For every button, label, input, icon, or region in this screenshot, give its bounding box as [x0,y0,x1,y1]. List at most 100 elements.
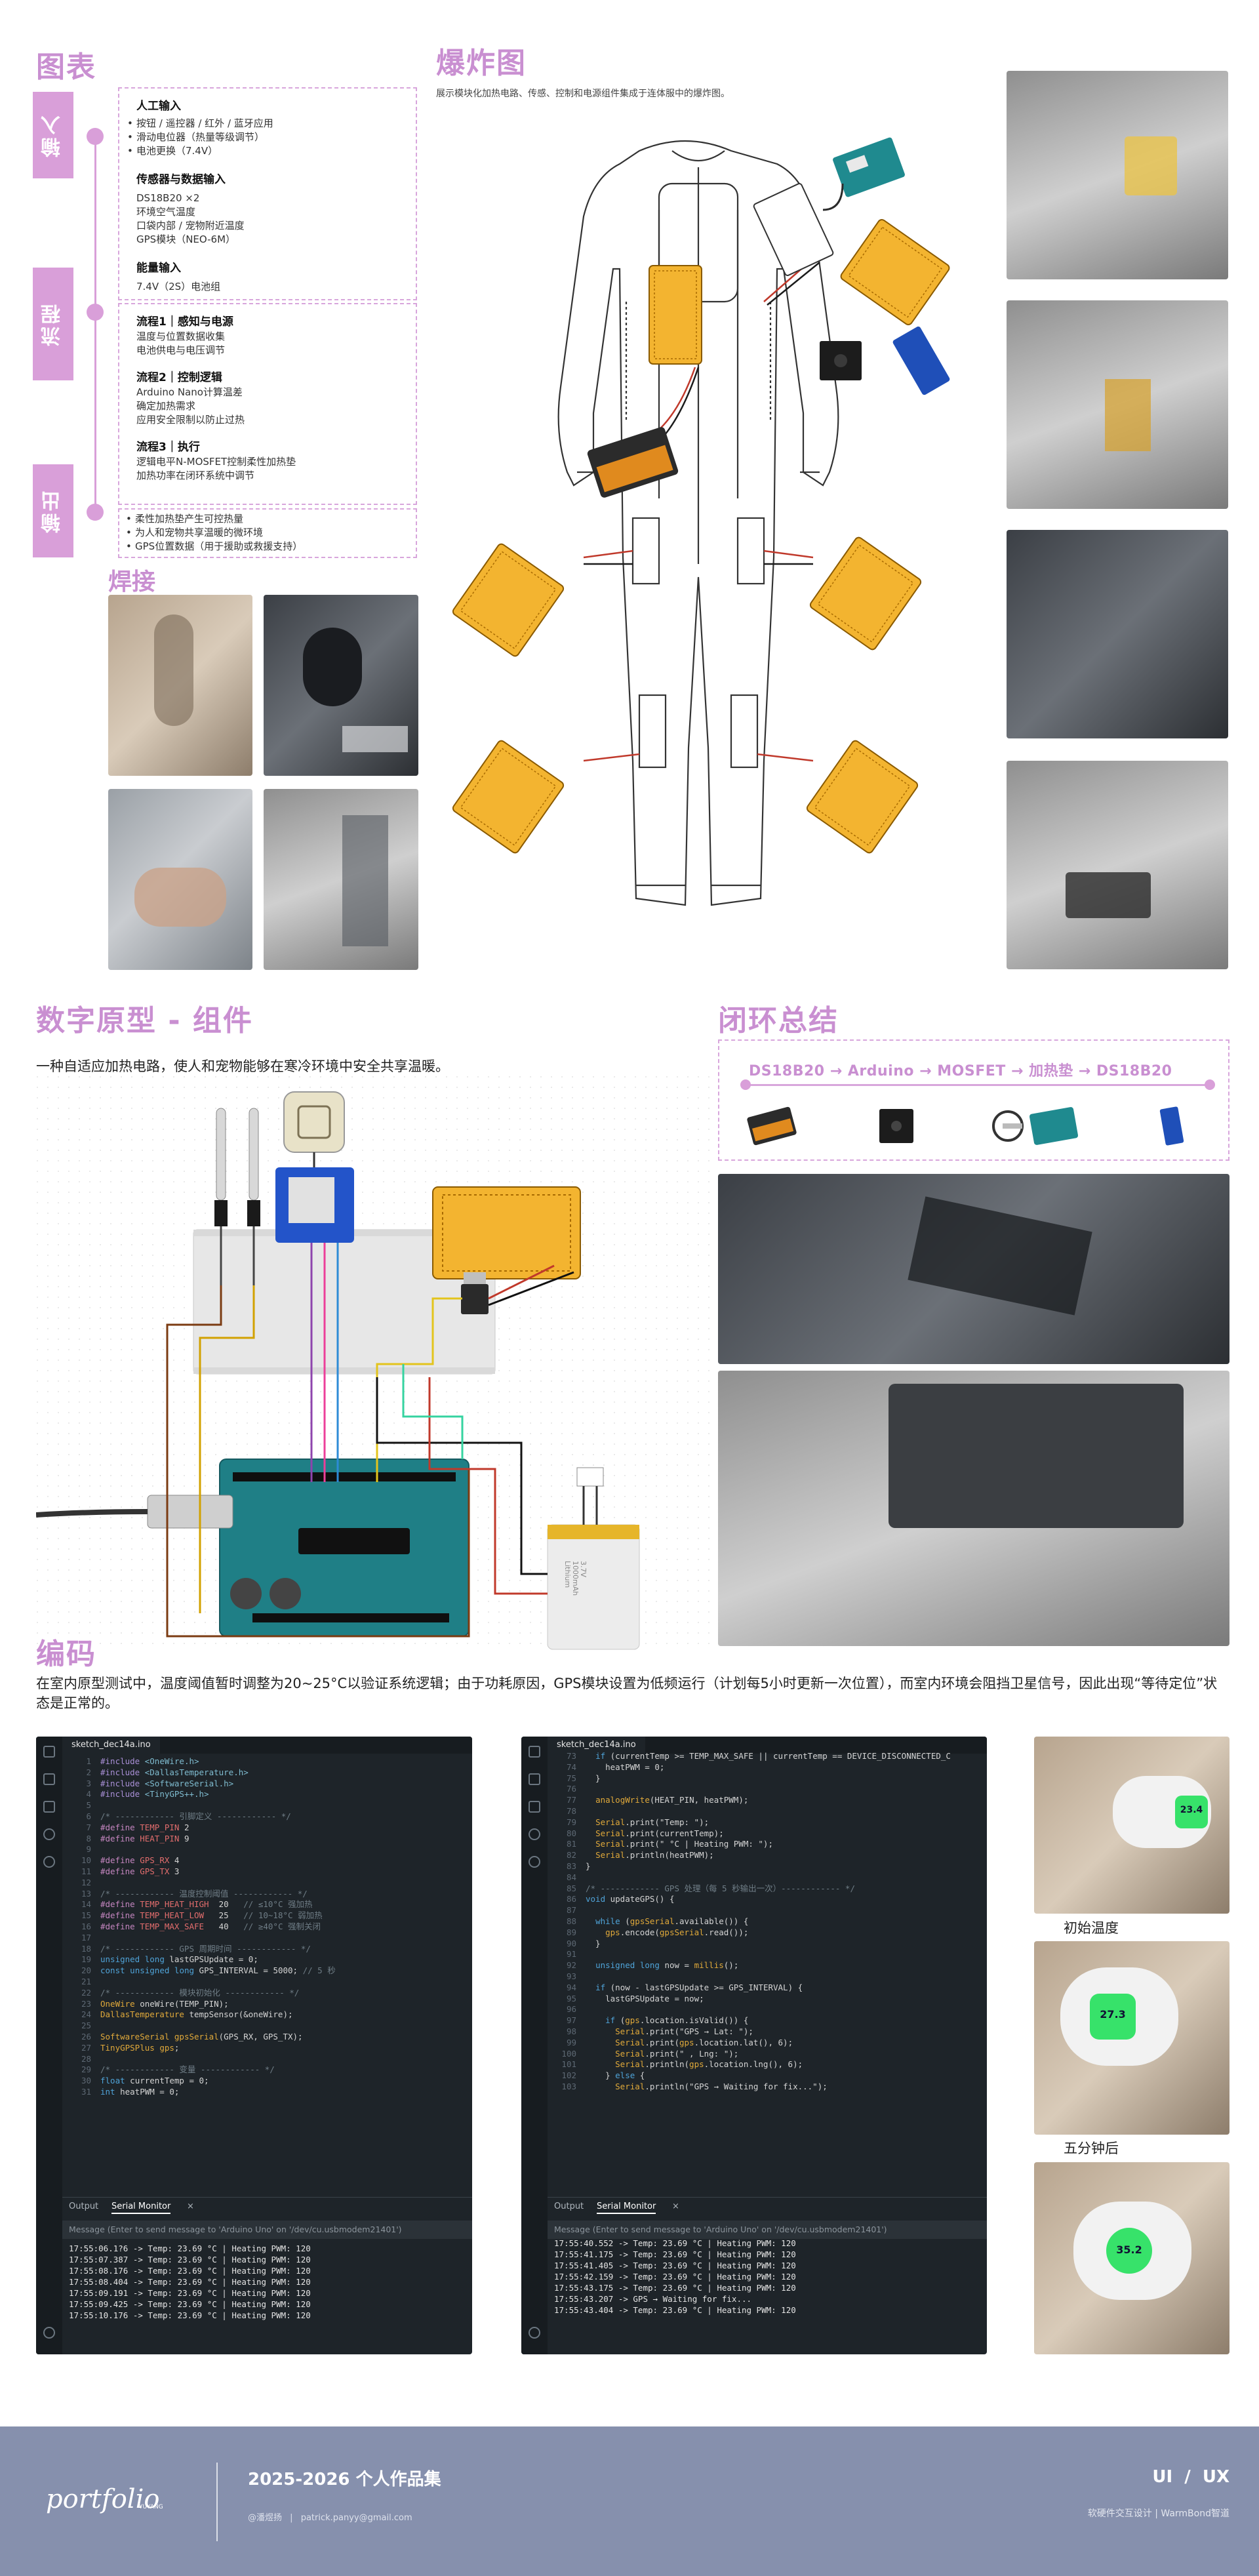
flow-step-3: MOSFET [937,1063,1006,1079]
closed-loop-title: 闭环总结 [718,1004,839,1037]
heating-pad [840,219,950,325]
serial-message-input[interactable]: Message (Enter to send message to 'Ardui… [62,2221,472,2239]
line-number: 4 [86,1789,91,1800]
close-icon[interactable]: × [672,2202,679,2211]
output-item: GPS位置数据（用于援助或救援支持） [126,540,409,553]
sketch-tab[interactable]: sketch_dec14a.ino [548,1737,645,1754]
code-text: Serial.print(gps.location.lat(), 6); [615,2037,793,2047]
tab-output: 输出 [33,464,73,557]
line-number: 101 [561,2059,576,2070]
flow-arrow: → [1078,1063,1091,1079]
code-text: SoftwareSerial gpsSerial(GPS_RX, GPS_TX)… [100,2031,303,2042]
welding-photo-2 [264,595,418,776]
line-number: 12 [81,1877,91,1887]
library-icon[interactable] [529,1801,540,1813]
folder-icon[interactable] [43,1746,55,1758]
board-icon[interactable] [529,1773,540,1785]
line-number: 93 [566,1971,576,1981]
line-number: 78 [566,1805,576,1816]
serial-monitor-tab[interactable]: Serial Monitor [111,2202,171,2214]
line-number: 31 [81,2086,91,2097]
board-icon[interactable] [43,1773,55,1785]
output-tab[interactable]: Output [69,2202,99,2211]
process-1-line: 电池供电与电压调节 [136,344,226,356]
arduino-uno [219,1459,470,1637]
code-text: unsigned long lastGPSUpdate = 0; [100,1954,258,1965]
search-icon[interactable] [529,1856,540,1868]
line-number: 18 [81,1943,91,1954]
footer-email[interactable]: patrick.panyy@gmail.com [300,2513,412,2523]
footer-divider [216,2463,218,2541]
monitor-line: 17:55:43.207 -> GPS → Waiting for fix... [554,2294,752,2304]
thermometer-photo-2: 27.3 [1034,1941,1229,2135]
line-number: 87 [566,1905,576,1916]
gps-antenna [283,1091,345,1167]
code-text: #define GPS_RX 4 [100,1855,180,1866]
code-line: 96 [548,2004,987,2015]
flow-text-row: DS18B20 → Arduino → MOSFET → 加热垫 → DS18B… [749,1059,1172,1080]
line-number: 92 [566,1960,576,1971]
input-box: 人工输入 按钮 / 遥控器 / 红外 / 蓝牙应用 滑动电位器（热量等级调节） … [118,87,417,300]
timeline-dot-input [87,128,104,145]
code-text: Serial.println(gps.location.lng(), 6); [615,2059,803,2070]
line-number: 96 [566,2004,576,2015]
code-text: gps.encode(gpsSerial.read()); [605,1927,749,1937]
code-line: 100 Serial.print(" , Lng: "); [548,2049,987,2060]
library-icon[interactable] [43,1801,55,1813]
circuit-diagram [36,1076,711,1653]
monitor-line: 17:55:42.159 -> Temp: 23.69 °C | Heating… [554,2272,796,2282]
line-number: 90 [566,1938,576,1948]
search-icon[interactable] [43,1856,55,1868]
footer: portfolio YUYANG 2025-2026 个人作品集 @潘煜扬 | … [0,2426,1259,2576]
account-icon[interactable] [43,2327,55,2339]
code-text: Serial.println(heatPWM); [595,1850,714,1861]
footer-name: @潘煜扬 [248,2513,283,2523]
code-line: 11#define GPS_TX 3 [62,1866,472,1878]
code-line: 82 Serial.println(heatPWM); [548,1850,987,1861]
line-number: 8 [86,1833,91,1843]
line-number: 23 [81,1998,91,2009]
output-box: 柔性加热垫产生可控热量 为人和宠物共享温暖的微环境 GPS位置数据（用于援助或救… [118,508,417,558]
close-icon[interactable]: × [187,2202,194,2211]
process-3-title: 流程3｜执行 [136,441,200,454]
tab-input: 输入 [33,92,73,178]
code-line: 25 [62,2021,472,2032]
flow-arrow: → [1010,1063,1024,1079]
folder-icon[interactable] [529,1746,540,1758]
line-number: 16 [81,1921,91,1931]
code-line: 18/* ------------ GPS 周期时间 ------------ … [62,1944,472,1955]
sensor-line: DS18B20 ×2 [136,192,200,204]
code-text: #define TEMP_PIN 2 [100,1822,190,1832]
exploded-caption: 展示模块化加热电路、传感、控制和电源组件集成于连体服中的爆炸图。 [436,89,730,99]
code-line: 6/* ------------ 引脚定义 ------------ */ [62,1811,472,1822]
thermo-reading: 35.2 [1116,2244,1142,2256]
account-icon[interactable] [529,2327,540,2339]
line-number: 99 [566,2037,576,2047]
circuit-wires [166,1243,574,1638]
temp-probe [214,1108,228,1285]
code-line: 9 [62,1844,472,1855]
debug-icon[interactable] [43,1828,55,1840]
arduino-nano [892,326,950,395]
monitor-line: 17:55:09.425 -> Temp: 23.69 °C | Heating… [69,2299,311,2309]
process-2-line: 确定加热需求 [136,400,196,412]
line-number: 77 [566,1795,576,1805]
manual-input-title: 人工输入 [136,100,181,113]
code-line: 83} [548,1861,987,1872]
line-number: 5 [86,1800,91,1811]
code-line: 75 } [548,1773,987,1784]
output-tab[interactable]: Output [554,2202,584,2211]
battery-icon [747,1106,797,1146]
debug-icon[interactable] [529,1828,540,1840]
heating-pad [452,543,565,657]
exploded-diagram [452,137,950,906]
energy-line: 7.4V（2S）电池组 [136,281,221,292]
code-text: } else { [586,2070,645,2081]
serial-monitor-tab[interactable]: Serial Monitor [597,2202,656,2214]
code-line: 87 [548,1905,987,1916]
sketch-tab[interactable]: sketch_dec14a.ino [62,1737,160,1754]
serial-message-input[interactable]: Message (Enter to send message to 'Ardui… [548,2221,987,2239]
sensor-line: 环境空气温度 [136,206,196,218]
line-number: 25 [81,2021,91,2031]
